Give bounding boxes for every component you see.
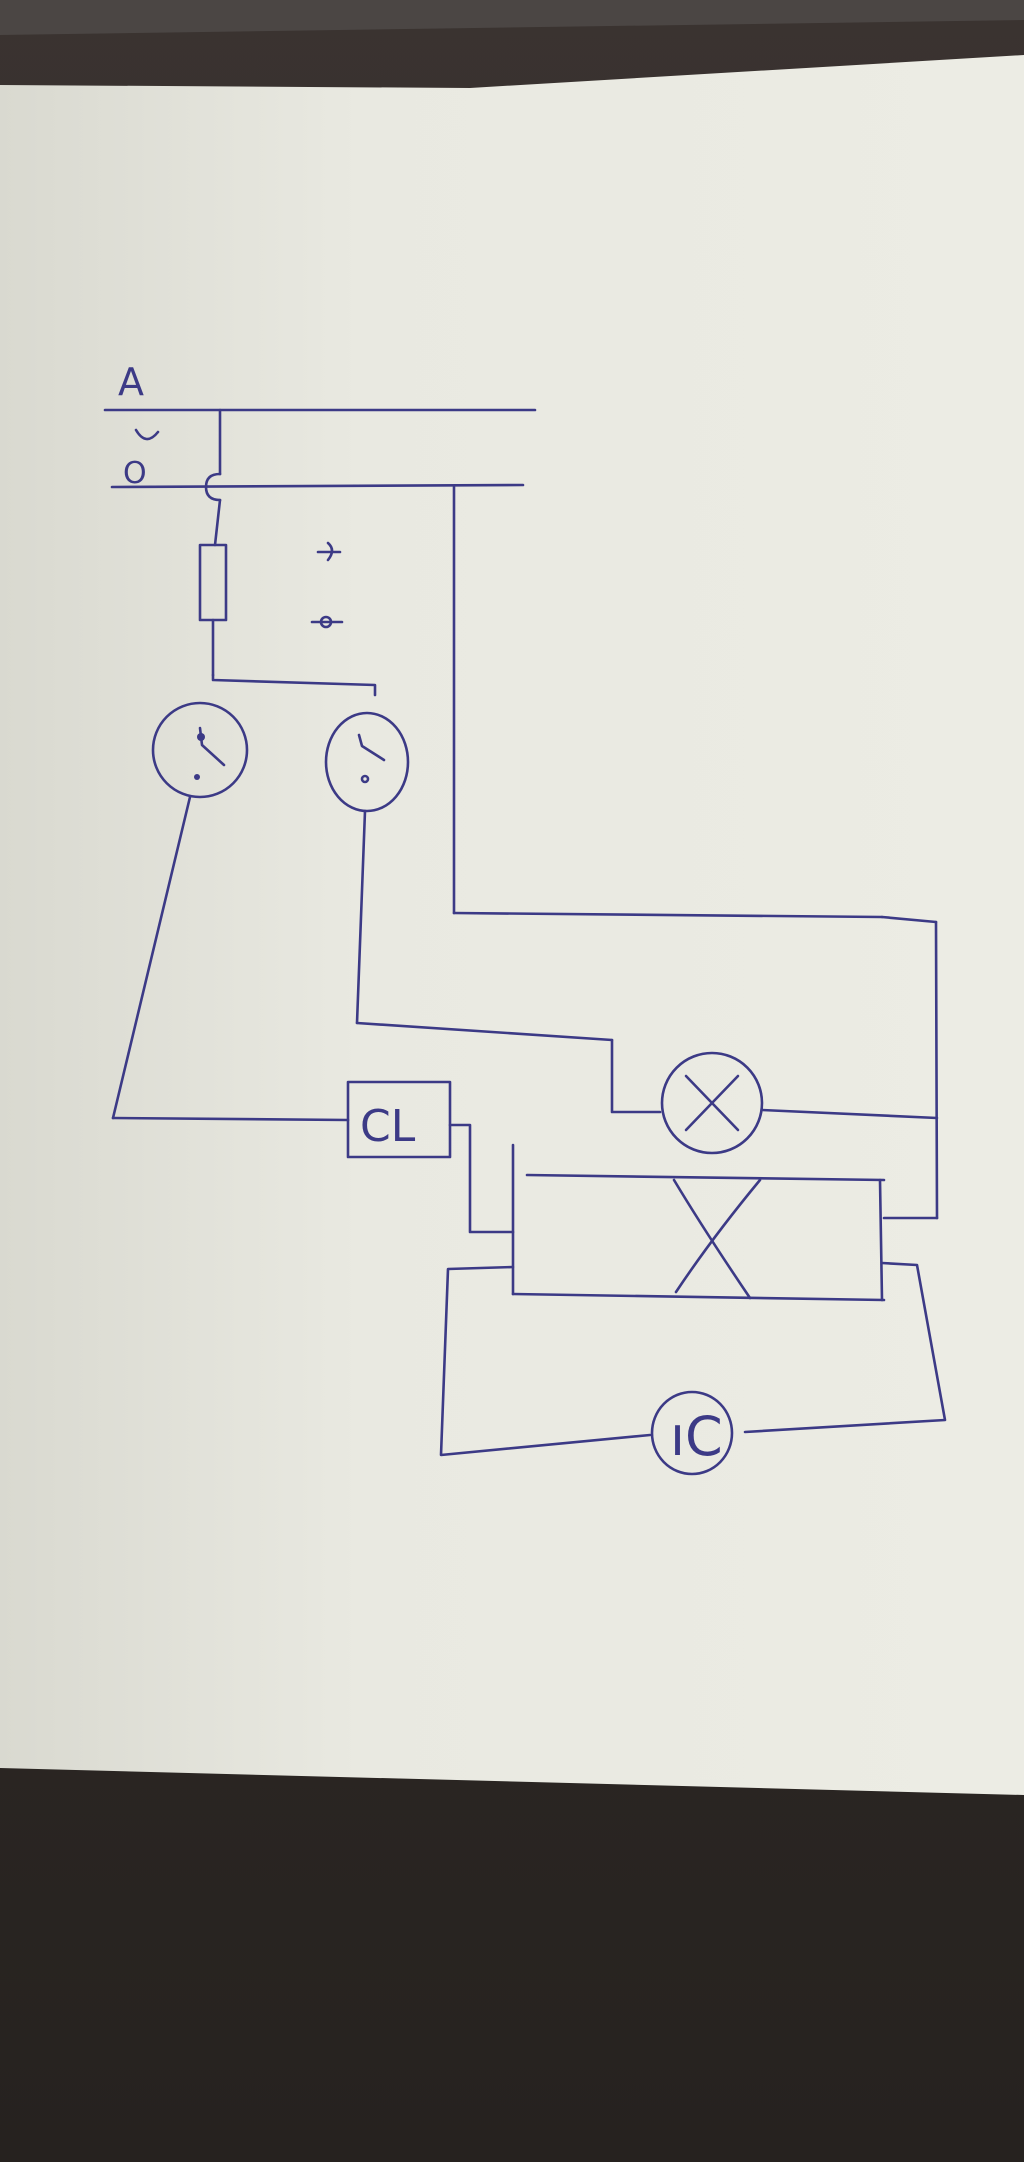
starter-symbol xyxy=(650,1390,734,1476)
paper-sheet xyxy=(0,55,1024,1795)
neutral-top-run xyxy=(452,911,884,919)
top-edge-shadow xyxy=(0,0,1024,35)
neutral-line xyxy=(110,483,525,489)
switch-2 xyxy=(324,711,410,813)
choke-to-tube-wire xyxy=(448,1123,515,1234)
tube-bottom-edge xyxy=(511,1292,886,1302)
choke-box xyxy=(346,1080,452,1159)
tube-cross-b xyxy=(674,1178,762,1294)
switch-bus-wire xyxy=(211,673,377,697)
tube-top-edge xyxy=(525,1173,886,1182)
choke-feed-wire xyxy=(111,1116,350,1122)
neutral-label: O xyxy=(123,456,147,491)
lamp-feed-drop xyxy=(610,1038,662,1114)
fuse-feed-wire xyxy=(213,498,222,547)
ink-mark-1 xyxy=(316,541,342,562)
neutral-top-run-end xyxy=(880,915,938,924)
tube-right-cap xyxy=(878,1178,884,1302)
neutral-right-wire xyxy=(934,920,939,1220)
starter-left-wire xyxy=(439,1265,652,1457)
switch-2-lever xyxy=(357,733,386,762)
switch-1-terminal xyxy=(194,774,200,780)
choke-label: CL xyxy=(360,1101,416,1152)
phase-label: A xyxy=(118,360,144,404)
lamp-to-neutral-wire xyxy=(760,1108,939,1120)
switch-1-out-wire xyxy=(111,795,192,1120)
phase-mark xyxy=(134,428,160,441)
crossover-hop xyxy=(204,472,222,502)
lamp-feed-wire xyxy=(355,1021,614,1042)
lamp-symbol xyxy=(660,1051,764,1155)
lamp-cross xyxy=(684,1074,740,1132)
switch-2-out-wire xyxy=(355,809,367,1025)
switch-1 xyxy=(151,701,249,799)
tube-cross-a xyxy=(672,1178,752,1300)
switch-2-terminal xyxy=(360,774,370,784)
starter-label: ıC xyxy=(670,1405,723,1468)
switch-1-pivot xyxy=(197,733,205,741)
starter-right-wire xyxy=(743,1261,947,1434)
